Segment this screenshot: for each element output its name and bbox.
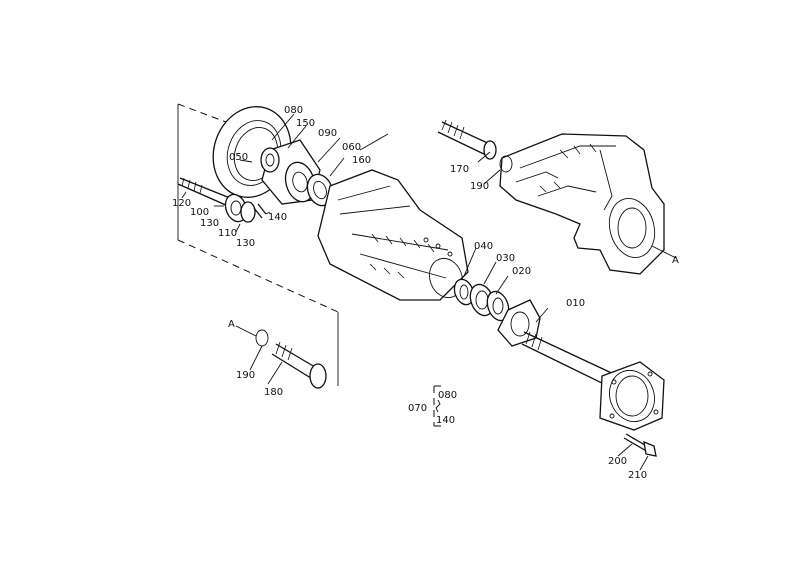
label-130-b: 130 [236,238,255,249]
label-190-upper: 190 [470,181,489,192]
wheel-bolt [623,433,657,457]
leader-lines [181,113,649,471]
part-labels: 080 150 090 060 160 050 120 100 130 110 … [172,105,679,481]
label-020: 020 [512,266,531,277]
label-070: 070 [408,403,427,414]
label-050: 050 [229,152,248,163]
front-drive-shaft-170 [437,119,497,160]
label-040: 040 [474,241,493,252]
seal-020 [486,290,510,322]
pinion-shaft [177,177,256,223]
washer-140 [253,203,267,219]
label-160: 160 [352,155,371,166]
label-190-lower: 190 [236,370,255,381]
differential-case [260,139,321,205]
label-180: 180 [264,387,283,398]
axle-shaft [521,331,665,431]
label-140: 140 [268,212,287,223]
label-100: 100 [190,207,209,218]
label-120: 120 [172,198,191,209]
axle-housing [317,169,469,301]
label-060: 060 [342,142,361,153]
differential-group-bracket [177,103,339,386]
group-bracket-070 [433,385,444,427]
front-drive-shaft-180 [271,341,327,389]
label-130-a: 130 [200,218,219,229]
label-090: 090 [318,128,337,139]
label-030: 030 [496,253,515,264]
label-group-080: 080 [438,390,457,401]
label-ref-a-right: A [672,255,679,266]
label-210: 210 [628,470,647,481]
label-010: 010 [566,298,585,309]
label-group-140: 140 [436,415,455,426]
label-170: 170 [450,164,469,175]
label-150: 150 [296,118,315,129]
circlip-190-upper [499,155,513,173]
label-080: 080 [284,105,303,116]
circlip-190-lower [255,329,269,347]
label-200: 200 [608,456,627,467]
tractor-body [499,133,677,275]
label-110: 110 [218,228,237,239]
label-ref-a-left: A [228,319,235,330]
